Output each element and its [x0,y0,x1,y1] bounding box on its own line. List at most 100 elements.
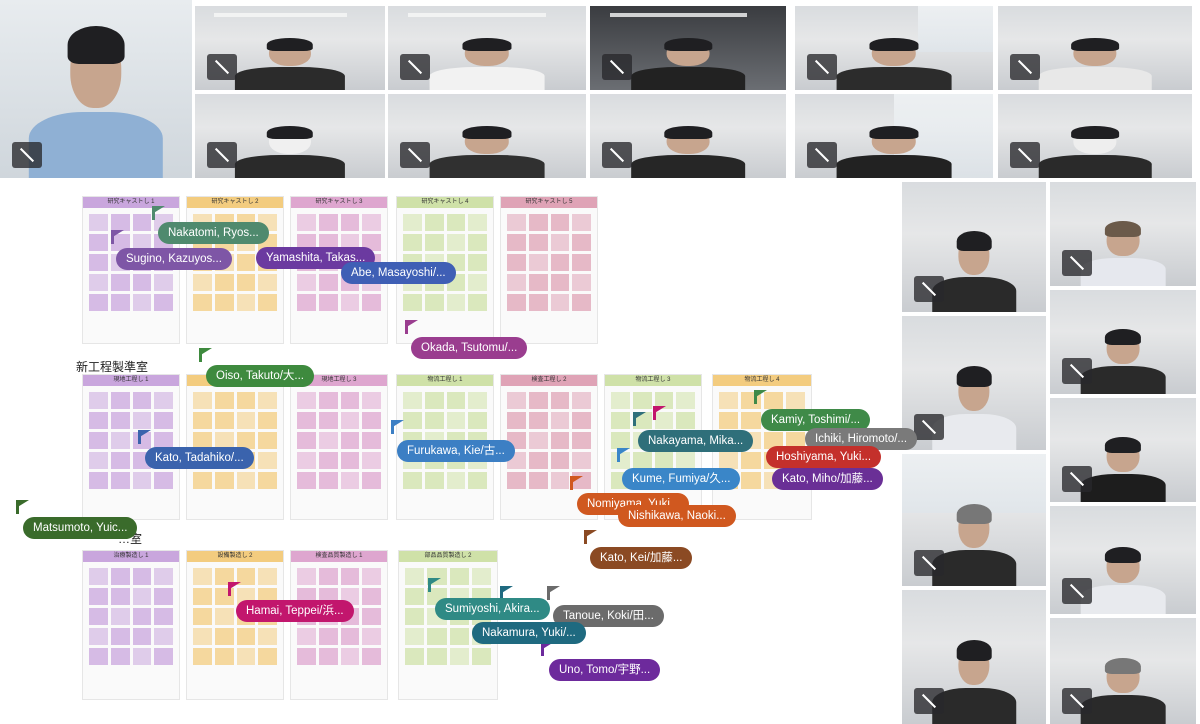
sticky-note[interactable] [89,234,108,251]
sticky-note[interactable] [214,648,234,665]
sticky-note[interactable] [132,294,152,311]
sticky-note[interactable] [405,648,425,665]
sticky-note[interactable] [297,568,316,585]
sticky-note[interactable] [550,234,570,251]
sticky-note[interactable] [550,214,570,231]
sticky-note[interactable] [676,392,695,409]
video-tile-3[interactable] [388,6,586,90]
sticky-note[interactable] [132,608,152,625]
sticky-note[interactable] [528,432,548,449]
sticky-note[interactable] [154,648,173,665]
sticky-note[interactable] [236,568,256,585]
sticky-note[interactable] [468,294,487,311]
sticky-note[interactable] [193,628,212,645]
sticky-note[interactable] [89,568,108,585]
sticky-note[interactable] [110,392,130,409]
video-tile-11[interactable] [998,94,1192,178]
sticky-note[interactable] [110,412,130,429]
sticky-note[interactable] [193,432,212,449]
sticky-note[interactable] [236,432,256,449]
video-tile-17[interactable] [902,454,1046,586]
sticky-note[interactable] [446,214,466,231]
sticky-note[interactable] [154,294,173,311]
sticky-note[interactable] [468,412,487,429]
sticky-note[interactable] [340,452,360,469]
sticky-note[interactable] [318,234,338,251]
whiteboard-card[interactable]: 研究キャストし 3 [290,196,388,344]
sticky-note[interactable] [193,588,212,605]
sticky-note[interactable] [154,392,173,409]
sticky-note[interactable] [132,214,152,231]
sticky-note[interactable] [258,392,277,409]
video-tile-5[interactable] [795,6,993,90]
sticky-note[interactable] [507,214,526,231]
sticky-note[interactable] [89,274,108,291]
sticky-note[interactable] [154,432,173,449]
sticky-note[interactable] [611,452,630,469]
sticky-note[interactable] [318,568,338,585]
sticky-note[interactable] [427,628,447,645]
sticky-note[interactable] [258,568,277,585]
sticky-note[interactable] [193,274,212,291]
sticky-note[interactable] [528,412,548,429]
sticky-note[interactable] [132,472,152,489]
sticky-note[interactable] [528,234,548,251]
sticky-note[interactable] [193,392,212,409]
sticky-note[interactable] [193,568,212,585]
sticky-note[interactable] [362,608,381,625]
sticky-note[interactable] [110,214,130,231]
sticky-note[interactable] [468,472,487,489]
sticky-note[interactable] [785,392,805,409]
sticky-note[interactable] [89,472,108,489]
sticky-note[interactable] [89,628,108,645]
sticky-note[interactable] [214,628,234,645]
sticky-note[interactable] [550,472,570,489]
sticky-note[interactable] [110,234,130,251]
sticky-note[interactable] [572,412,591,429]
sticky-note[interactable] [236,472,256,489]
sticky-note[interactable] [424,472,444,489]
sticky-note[interactable] [154,628,173,645]
sticky-note[interactable] [507,254,526,271]
sticky-note[interactable] [132,234,152,251]
sticky-note[interactable] [403,472,422,489]
sticky-note[interactable] [424,392,444,409]
sticky-note[interactable] [528,452,548,469]
sticky-note[interactable] [89,452,108,469]
sticky-note[interactable] [572,214,591,231]
sticky-note[interactable] [297,648,316,665]
video-tile-9[interactable] [590,94,786,178]
sticky-note[interactable] [193,294,212,311]
video-tile-6[interactable] [998,6,1192,90]
sticky-note[interactable] [741,472,761,489]
sticky-note[interactable] [236,294,256,311]
sticky-note[interactable] [89,254,108,271]
sticky-note[interactable] [297,294,316,311]
sticky-note[interactable] [340,472,360,489]
sticky-note[interactable] [236,254,256,271]
sticky-note[interactable] [318,452,338,469]
sticky-note[interactable] [507,274,526,291]
sticky-note[interactable] [340,628,360,645]
sticky-note[interactable] [362,432,381,449]
sticky-note[interactable] [318,628,338,645]
sticky-note[interactable] [362,628,381,645]
sticky-note[interactable] [214,412,234,429]
sticky-note[interactable] [297,628,316,645]
sticky-note[interactable] [403,294,422,311]
sticky-note[interactable] [719,452,739,469]
sticky-note[interactable] [468,254,487,271]
sticky-note[interactable] [572,234,591,251]
video-tile-7[interactable] [195,94,385,178]
sticky-note[interactable] [214,274,234,291]
sticky-note[interactable] [258,274,277,291]
sticky-note[interactable] [340,392,360,409]
sticky-note[interactable] [132,628,152,645]
sticky-note[interactable] [236,392,256,409]
sticky-note[interactable] [449,628,469,645]
video-tile-18[interactable] [1050,506,1196,614]
sticky-note[interactable] [654,412,674,429]
sticky-note[interactable] [89,412,108,429]
sticky-note[interactable] [528,294,548,311]
sticky-note[interactable] [154,472,173,489]
